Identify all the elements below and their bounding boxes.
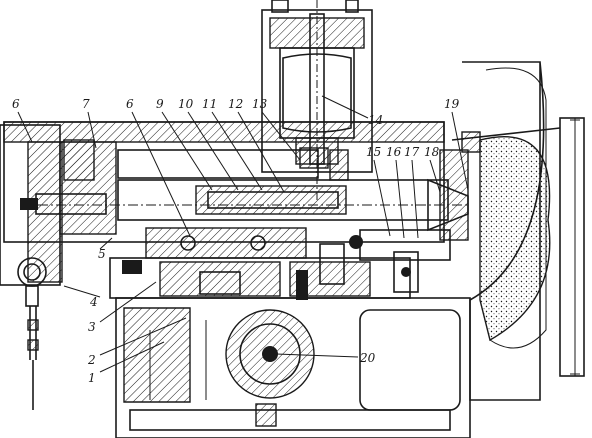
top-motor-housing bbox=[261, 0, 373, 200]
callout-4: 4 bbox=[89, 295, 98, 309]
callout-6-left: 6 bbox=[12, 97, 20, 111]
callout-19: 19 bbox=[444, 97, 460, 111]
callout-7: 7 bbox=[82, 97, 90, 111]
callout-14: 14 bbox=[368, 113, 383, 127]
callout-labels: 1 2 3 4 5 6 7 6 9 10 11 12 13 14 15 16 1… bbox=[12, 97, 460, 385]
callout-16: 16 bbox=[386, 145, 402, 159]
callout-17: 17 bbox=[404, 145, 420, 159]
callout-9: 9 bbox=[156, 97, 164, 111]
machine-base bbox=[115, 297, 471, 438]
callout-1: 1 bbox=[88, 371, 96, 385]
callout-11: 11 bbox=[202, 97, 217, 111]
left-end-assembly bbox=[0, 124, 95, 410]
callout-5: 5 bbox=[98, 247, 106, 261]
callout-6-spindle: 6 bbox=[126, 97, 134, 111]
wheel-and-guard bbox=[349, 61, 585, 401]
callout-2: 2 bbox=[87, 353, 96, 367]
callout-10: 10 bbox=[178, 97, 194, 111]
callout-15: 15 bbox=[366, 145, 381, 159]
leader-lines bbox=[17, 95, 469, 373]
callout-3: 3 bbox=[88, 320, 96, 334]
carriage-and-slide bbox=[109, 243, 411, 300]
callout-20: 20 bbox=[359, 351, 376, 365]
callout-13: 13 bbox=[252, 97, 268, 111]
callout-12: 12 bbox=[228, 97, 243, 111]
callout-18: 18 bbox=[424, 145, 440, 159]
